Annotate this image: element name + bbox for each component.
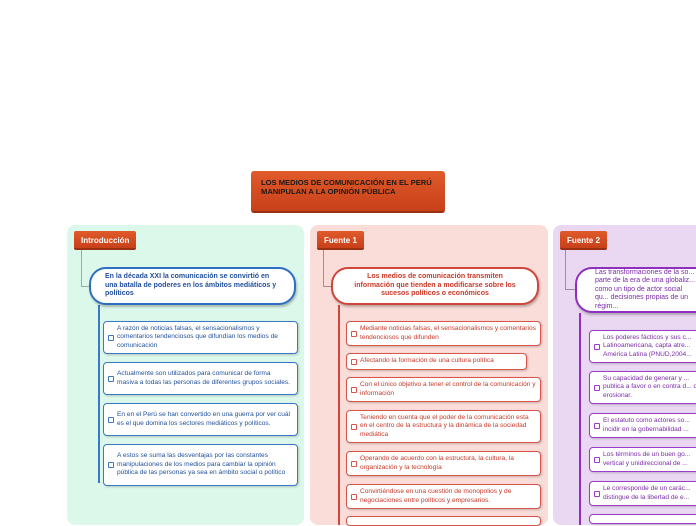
connector-line <box>81 250 82 287</box>
item-text: Le corresponde de un carác... distingue … <box>603 485 691 501</box>
checkbox-icon[interactable] <box>108 462 114 468</box>
list-item[interactable] <box>346 516 541 526</box>
checkbox-icon[interactable] <box>351 330 357 337</box>
item-text: Los términos de un buen go... vertical y… <box>603 451 691 467</box>
connector-line <box>579 313 581 525</box>
checkbox-icon[interactable] <box>351 460 357 467</box>
checkbox-icon[interactable] <box>594 384 600 391</box>
list-item[interactable]: Afectando la formación de una cultura po… <box>346 353 527 370</box>
tag-fuente-1[interactable]: Fuente 1 <box>317 231 364 250</box>
item-text: Convirtiéndose en una cuestión de monopo… <box>360 488 512 504</box>
connector-line <box>323 286 332 287</box>
checkbox-icon[interactable] <box>351 358 357 365</box>
tag-fuente-2[interactable]: Fuente 2 <box>560 231 607 250</box>
checkbox-icon[interactable] <box>108 334 114 341</box>
list-item[interactable]: A razón de noticias falsas, el sensacion… <box>103 321 298 354</box>
connector-line <box>81 286 90 287</box>
list-item[interactable]: Mediante noticias falsas, el sensacional… <box>346 321 541 346</box>
list-item[interactable]: A estos se suma las desventajas por las … <box>103 444 298 486</box>
checkbox-icon[interactable] <box>108 416 114 423</box>
item-text: Su capacidad de generar y ... publica a … <box>603 374 696 399</box>
list-item[interactable]: Su capacidad de generar y ... publica a … <box>589 371 696 404</box>
item-text: Mediante noticias falsas, el sensacional… <box>360 325 536 341</box>
item-text: Los poderes fácticos y sus c... Latinoam… <box>603 333 692 358</box>
list-item[interactable]: Convirtiéndose en una cuestión de monopo… <box>346 484 541 509</box>
list-item[interactable]: El estatuto como actores so... incidir e… <box>589 413 696 438</box>
connector-line <box>98 305 100 483</box>
main-topic-text: Los medios de comunicación transmiten in… <box>354 273 516 298</box>
item-text: Teniendo en cuenta que el poder de la co… <box>360 413 529 438</box>
list-item[interactable]: Con el único objetivo a tener el control… <box>346 377 541 402</box>
map-title[interactable]: LOS MEDIOS DE COMUNICACIÓN EN EL PERÚ MA… <box>251 171 445 213</box>
checkbox-icon[interactable] <box>594 456 600 463</box>
item-text: A estos se suma las desventajas por las … <box>117 452 286 477</box>
item-text: Actualmente son utilizados para comunica… <box>117 370 290 386</box>
item-text: Con el único objetivo a tener el control… <box>360 381 536 397</box>
connector-line <box>565 289 576 290</box>
checkbox-icon[interactable] <box>351 386 357 393</box>
connector-line <box>565 250 566 290</box>
list-item[interactable]: Los términos de un buen go... vertical y… <box>589 447 696 472</box>
main-topic-introduccion[interactable]: En la década XXI la comunicación se conv… <box>89 267 296 305</box>
checkbox-icon[interactable] <box>351 423 357 430</box>
item-text: El estatuto como actores so... incidir e… <box>603 417 690 433</box>
list-item[interactable]: En en el Perú se han convertido en una g… <box>103 403 298 436</box>
connector-line <box>323 250 324 287</box>
item-text: En en el Perú se han convertido en una g… <box>117 411 291 427</box>
list-item[interactable]: Operando de acuerdo con la estructura, l… <box>346 451 541 476</box>
checkbox-icon[interactable] <box>108 375 114 382</box>
item-text: Operando de acuerdo con la estructura, l… <box>360 455 514 471</box>
main-topic-text: Las transformaciones de la so... parte d… <box>595 268 696 310</box>
item-text: A razón de noticias falsas, el sensacion… <box>117 324 278 349</box>
list-item[interactable]: Actualmente son utilizados para comunica… <box>103 362 298 395</box>
main-topic-fuente-2[interactable]: Las transformaciones de la so... parte d… <box>575 267 696 313</box>
list-item[interactable]: Le corresponde de un carác... distingue … <box>589 481 696 506</box>
list-item[interactable]: Los poderes fácticos y sus c... Latinoam… <box>589 330 696 363</box>
checkbox-icon[interactable] <box>594 490 600 497</box>
list-item[interactable] <box>589 514 696 524</box>
checkbox-icon[interactable] <box>351 493 357 500</box>
main-topic-fuente-1[interactable]: Los medios de comunicación transmiten in… <box>331 267 539 305</box>
list-item[interactable]: Teniendo en cuenta que el poder de la co… <box>346 410 541 443</box>
checkbox-icon[interactable] <box>594 422 600 429</box>
item-text: Afectando la formación de una cultura po… <box>360 357 494 365</box>
checkbox-icon[interactable] <box>594 343 600 350</box>
tag-introduccion[interactable]: Introducción <box>74 231 137 250</box>
main-topic-text: En la década XXI la comunicación se conv… <box>105 273 277 298</box>
connector-line <box>338 305 340 525</box>
